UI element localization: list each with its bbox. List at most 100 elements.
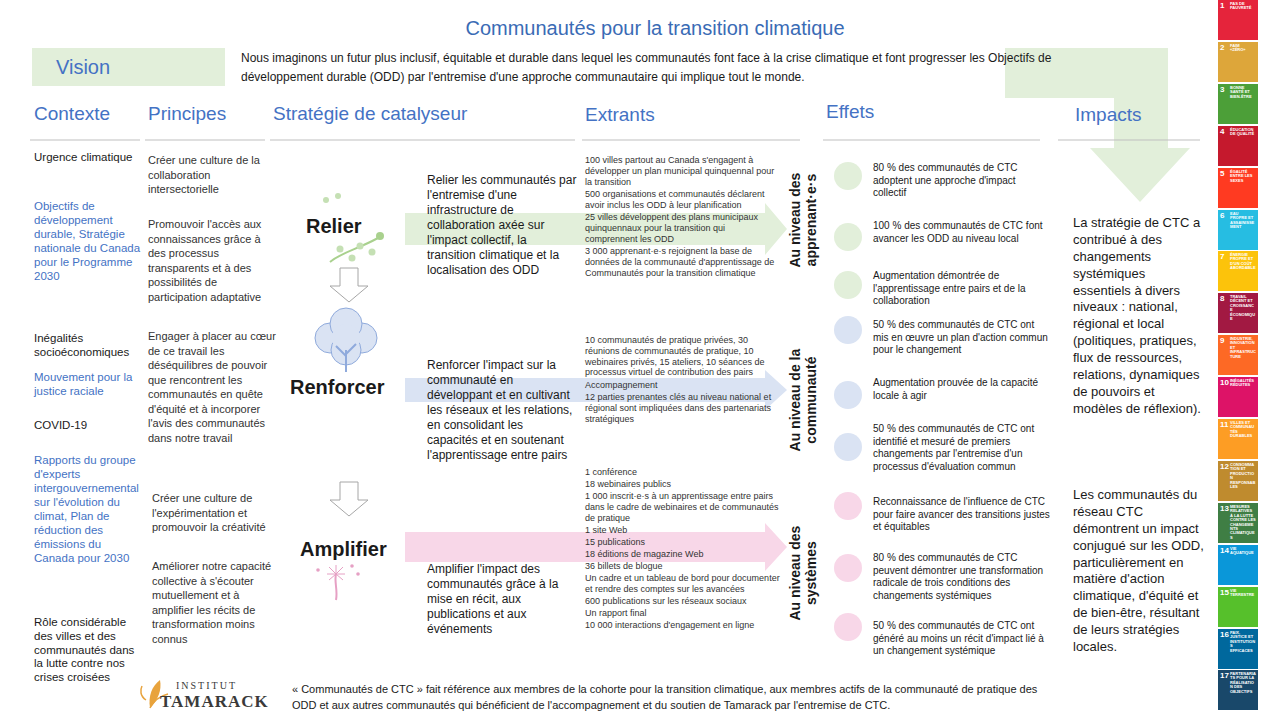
sdg-title: TRAVAIL DÉCENT ET CROISSANCE ÉCONOMIQUE [1230,295,1256,321]
context-item: Mouvement pour la justice raciale [34,370,142,398]
strategy-name: Renforcer [290,375,410,399]
sdg-tile: 11VILLES ET COMMUNAUTÉS DURABLES [1218,419,1258,459]
output-item: 3 000 apprenant·e·s rejoignent la base d… [585,246,780,278]
header-rules [30,140,1200,141]
sdg-tile: 5ÉGALITÉ ENTRE LES SEXES [1218,168,1258,208]
principle-item: Créer une culture de l'expérimentation e… [152,491,276,535]
sdg-number: 5 [1220,170,1229,178]
context-item: Rôle considérable des villes et des comm… [34,616,142,685]
sdg-tile: 7ÉNERGIE PROPRE ET D'UN COÛT ABORDABLE [1218,251,1258,291]
level-label: Au niveau des apprenant·e·s [787,145,819,295]
outcome-text: 50 % des communautés de CTC ont identifi… [873,423,1051,473]
level-label: Au niveau des systèmes [787,498,819,648]
output-item: 1 conférence [585,467,780,478]
sdg-title: VIE AQUATIQUE [1230,547,1256,556]
sdg-tile: 15VIE TERRESTRE [1218,587,1258,627]
sdg-number: 16 [1220,631,1229,639]
dandelion-icon [316,564,360,600]
sdg-number: 7 [1220,253,1229,261]
sdg-tile: 14VIE AQUATIQUE [1218,545,1258,585]
logo-text: TAMARACK [160,693,275,710]
sdg-title: BONNE SANTÉ ET BIEN-ÊTRE [1230,86,1256,99]
sdg-tile: 12CONSOMMATION ET PRODUCTION RESPONSABLE… [1218,461,1258,501]
principle-item: Créer une culture de la collaboration in… [148,153,276,197]
diagram-title: Communautés pour la transition climatiqu… [355,16,955,40]
context-item: COVID-19 [34,418,142,432]
sdg-tile: 3BONNE SANTÉ ET BIEN-ÊTRE [1218,84,1258,124]
output-item: 10 communautés de pratique privées, 30 r… [585,335,780,378]
sdg-number: 12 [1220,463,1229,471]
context-item: Rapports du groupe d'experts intergouver… [34,453,142,565]
output-item: 15 publications [585,537,780,548]
sdg-title: VIE TERRESTRE [1230,589,1256,598]
sdg-number: 10 [1220,379,1229,387]
output-item: 600 publications sur les réseaux sociaux [585,596,780,607]
sdg-tile: 6EAU PROPRE ET ASSAINISSEMENT [1218,210,1258,250]
sdg-number: 14 [1220,547,1229,555]
sdg-title: ÉNERGIE PROPRE ET D'UN COÛT ABORDABLE [1230,253,1256,271]
sdg-number: 11 [1220,421,1229,429]
output-item: 1 000 inscrit·e·s à un apprentissage ent… [585,491,780,523]
sdg-number: 15 [1220,589,1229,597]
vision-box: Vision [32,48,225,86]
outcome-text: Augmentation prouvée de la capacité loca… [873,377,1051,402]
strategy-description: Relier les communautés par l'entremise d… [427,173,577,278]
strategy-description: Renforcer l'impact sur la communauté en … [427,358,577,463]
column-header: Extrants [585,104,785,127]
outcome-text: 100 % des communautés de CTC font avance… [873,220,1051,245]
sdg-tile: 16PAIX, JUSTICE ET INSTITUTIONS EFFICACE… [1218,629,1258,669]
output-item: 100 villes partout au Canada s'engagent … [585,155,780,187]
impact-text: La stratégie de CTC a contribué à des ch… [1073,215,1205,418]
sdg-tile: 4ÉDUCATION DE QUALITÉ [1218,126,1258,166]
sdg-number: 9 [1220,337,1229,345]
sdg-title: ÉDUCATION DE QUALITÉ [1230,128,1256,137]
output-item: Un rapport final [585,608,780,619]
output-item: 10 000 interactions d'engagement en lign… [585,620,780,631]
sdg-tile: 1PAS DE PAUVRETÉ [1218,0,1258,40]
output-item: 36 billets de blogue [585,561,780,572]
output-item: Accompagnement [585,380,780,391]
sdg-tile: 9INDUSTRIE, INNOVATION ET INFRASTRUCTURE [1218,335,1258,375]
sdg-title: INÉGALITÉS RÉDUITES [1230,379,1256,388]
strategy-name: Amplifier [300,537,410,561]
sdg-number: 2 [1220,44,1229,52]
sdg-tile: 10INÉGALITÉS RÉDUITES [1218,377,1258,417]
output-item: 1 site Web [585,525,780,536]
logo-text: INSTITUT [176,681,276,691]
outcome-text: Reconnaissance de l'influence de CTC pou… [873,496,1051,534]
sdg-tile: 2FAIM «ZÉRO» [1218,42,1258,82]
sdg-tile: 17PARTENARIATS POUR LA RÉALISATION DES O… [1218,670,1258,710]
sdg-title: INDUSTRIE, INNOVATION ET INFRASTRUCTURE [1230,337,1256,359]
output-item: 18 webinaires publics [585,479,780,490]
outcome-text: 80 % des communautés de CTC adoptent une… [873,162,1051,200]
tree-icon [315,308,377,372]
sdg-title: MESURES RELATIVES À LA LUTTE CONTRE LES … [1230,505,1256,540]
sdg-title: FAIM «ZÉRO» [1230,44,1256,53]
vision-statement: Nous imaginons un futur plus inclusif, é… [241,49,1091,86]
outcome-text: 50 % des communautés de CTC ont généré a… [873,620,1051,658]
sdg-number: 13 [1220,505,1229,513]
outcome-text: 50 % des communautés de CTC ont mis en œ… [873,319,1051,357]
sdg-title: EAU PROPRE ET ASSAINISSEMENT [1230,212,1256,230]
level-label: Au niveau de la communauté [787,325,819,475]
down-arrow [330,268,368,302]
sdg-number: 3 [1220,86,1229,94]
principle-item: Engager à placer au cœur de ce travail l… [148,329,276,445]
down-arrow [330,482,368,516]
column-header: Contexte [34,103,144,126]
output-item: 500 organisations et communautés déclare… [585,189,780,211]
output-item: 18 éditions de magazine Web [585,549,780,560]
sdg-title: VILLES ET COMMUNAUTÉS DURABLES [1230,421,1256,439]
principle-item: Promouvoir l'accès aux connaissances grâ… [148,217,276,304]
output-item: Un cadre et un tableau de bord pour docu… [585,573,780,595]
strategy-description: Amplifier l'impact des communautés grâce… [427,562,577,637]
sdg-title: CONSOMMATION ET PRODUCTION RESPONSABLES [1230,463,1256,489]
principle-item: Améliorer notre capacité collective à s'… [152,559,276,646]
impact-text: Les communautés du réseau CTC démontrent… [1073,487,1205,656]
outcome-text: Augmentation démontrée de l'apprentissag… [873,270,1051,308]
column-header: Principes [148,103,268,126]
context-item: Inégalités socioéconomiques [34,331,142,359]
sdg-number: 17 [1220,672,1229,680]
output-item: 12 parties prenantes clés au niveau nati… [585,392,780,424]
